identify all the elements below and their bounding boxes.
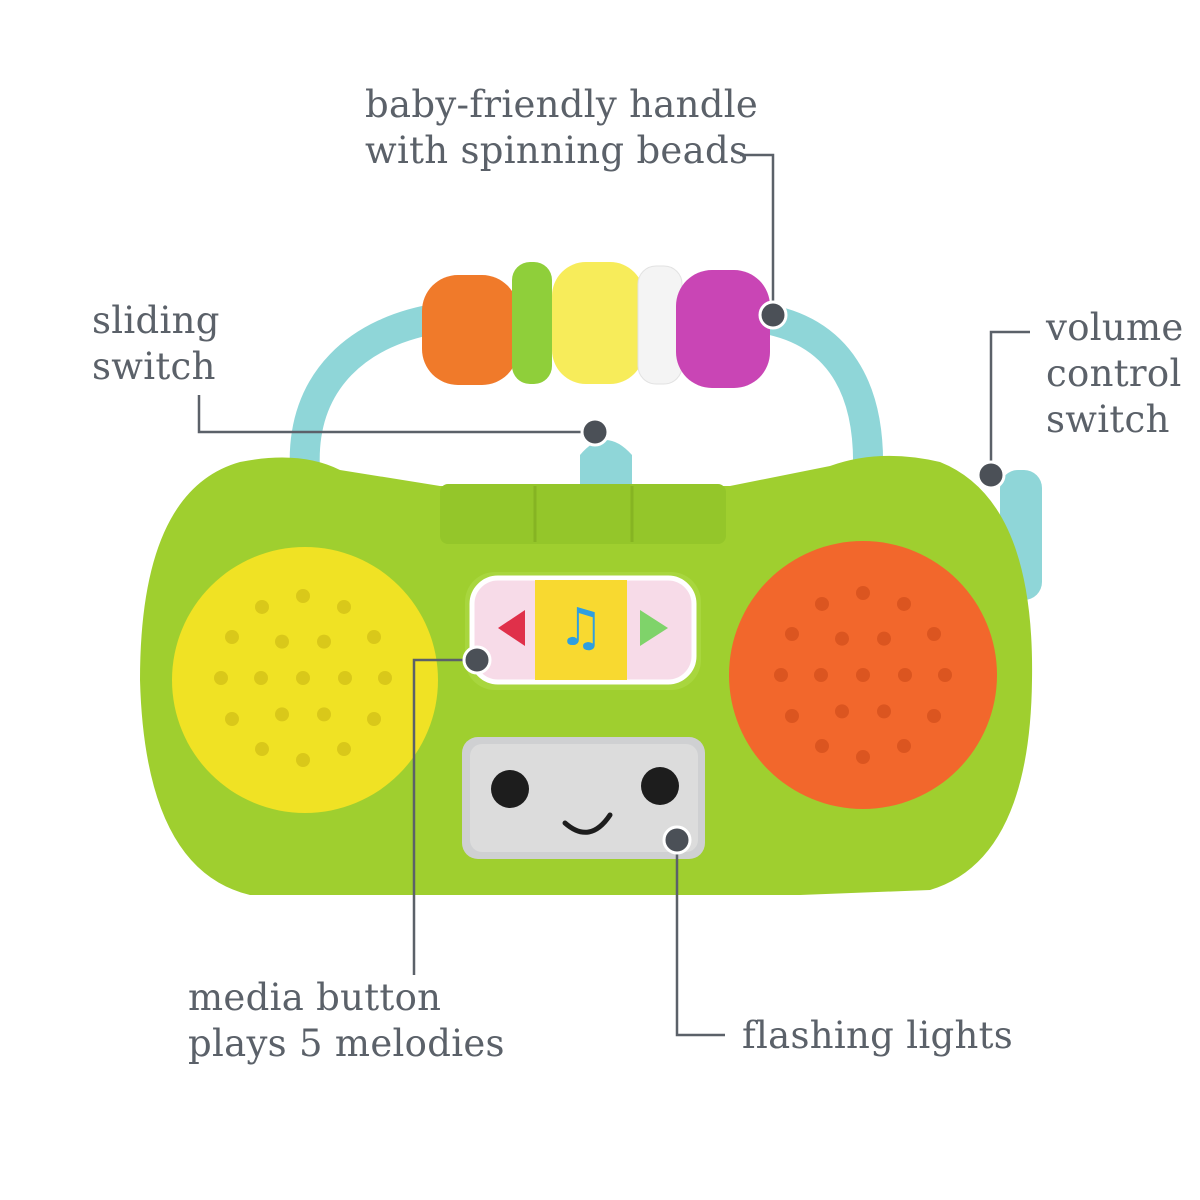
speaker-hole (815, 596, 829, 611)
speaker-hole (856, 586, 870, 600)
speaker-hole (814, 668, 828, 682)
callout-text: flashing lights (742, 1014, 1014, 1057)
speaker-hole (877, 631, 891, 646)
speaker-hole (275, 707, 289, 722)
callout-text: with spinning beads (365, 129, 749, 172)
speaker-hole (877, 704, 891, 719)
speaker-hole (938, 668, 952, 682)
beads (422, 262, 770, 388)
speaker-hole (774, 668, 788, 682)
speaker-hole (856, 750, 870, 764)
svg-text:♫: ♫ (558, 598, 605, 658)
speaker-hole (784, 709, 799, 723)
callout-text: media button (188, 976, 442, 1019)
handle-callout: baby-friendly handle with spinning beads (365, 82, 758, 174)
speaker-hole (897, 596, 911, 611)
speaker-hole (224, 630, 239, 644)
media-button: ♫ (465, 572, 701, 690)
speaker-hole (255, 742, 269, 757)
speaker-hole (367, 712, 382, 726)
speaker-hole (835, 704, 849, 719)
callout-lines (197, 153, 1030, 1037)
speaker-hole (856, 668, 870, 682)
speaker-hole (296, 753, 310, 767)
flashing-lights-callout: flashing lights (742, 1013, 1013, 1059)
speaker-hole (927, 709, 942, 723)
speaker-hole (378, 671, 392, 685)
speaker-hole (296, 589, 310, 603)
callout-text: control (1046, 352, 1182, 395)
speaker-hole (897, 739, 911, 754)
callout-text: sliding (92, 299, 220, 342)
light-screen (462, 737, 705, 859)
speaker-hole (927, 627, 942, 641)
speaker-hole (214, 671, 228, 685)
media-button-callout: media button plays 5 melodies (188, 975, 505, 1067)
speaker-hole (337, 599, 351, 614)
speaker-hole (835, 631, 849, 646)
volume-callout: volume control switch (1046, 305, 1184, 443)
speaker-hole (224, 712, 239, 726)
speaker-hole (275, 634, 289, 649)
speaker-hole (338, 671, 352, 685)
speaker-hole (254, 671, 268, 685)
callout-text: plays 5 melodies (188, 1022, 505, 1065)
callout-text: switch (92, 345, 216, 388)
speaker-hole (317, 634, 331, 649)
speaker-hole (784, 627, 799, 641)
speaker-hole (317, 707, 331, 722)
sliding-switch (580, 440, 632, 490)
callout-dots (462, 300, 1006, 855)
callout-text: baby-friendly handle (365, 83, 759, 126)
speaker-hole (255, 599, 269, 614)
speaker-hole (296, 671, 310, 685)
callout-text: volume (1046, 306, 1184, 349)
callout-text: switch (1046, 398, 1170, 441)
speaker-hole (337, 742, 351, 757)
speaker-hole (898, 668, 912, 682)
speaker-hole (367, 630, 382, 644)
speaker-hole (815, 739, 829, 754)
sliding-switch-callout: sliding switch (92, 298, 220, 390)
